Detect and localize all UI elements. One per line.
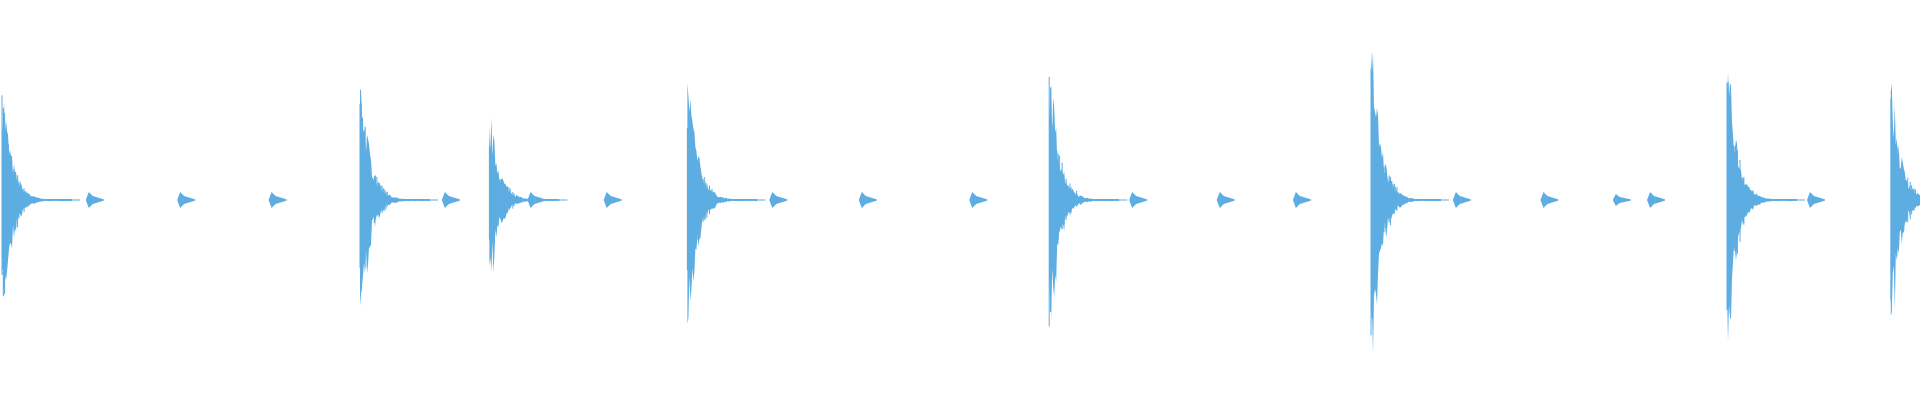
transient-tick — [177, 192, 196, 208]
transient-hit — [488, 117, 568, 273]
transient-blip — [441, 192, 460, 208]
transient-blip — [85, 192, 104, 208]
transient-blip — [769, 192, 788, 208]
transient-tick — [1452, 192, 1471, 208]
transient-blip — [969, 192, 988, 208]
transient-hit — [1370, 50, 1449, 355]
transient-tick — [85, 192, 104, 208]
transient-hit — [1048, 77, 1128, 327]
transient-tick — [603, 192, 622, 208]
transient-envelope — [360, 89, 430, 306]
transient-tick — [1647, 192, 1666, 208]
transient-tick — [268, 192, 287, 208]
transient-hit — [359, 89, 438, 306]
transient-blip — [1452, 192, 1471, 208]
transient-hit — [686, 82, 766, 324]
transient-blip — [268, 192, 287, 208]
transient-blip — [603, 192, 622, 208]
transient-envelope — [2, 101, 72, 300]
transient-blip — [1540, 192, 1559, 208]
transient-blip — [527, 192, 546, 208]
transient-hit — [1726, 72, 1805, 342]
transient-blip — [858, 192, 877, 208]
transient-tick — [1129, 192, 1148, 208]
transient-blip — [1806, 192, 1825, 208]
transient-tick — [527, 192, 546, 208]
transient-blip — [177, 192, 196, 208]
transient-tick — [769, 192, 788, 208]
transient-blip — [1292, 192, 1311, 208]
waveform-transients — [1, 50, 1920, 355]
transient-tick — [441, 192, 460, 208]
transient-tick — [858, 192, 877, 208]
transient-tick — [1612, 194, 1631, 206]
transient-blip — [1612, 194, 1631, 206]
transient-envelope — [1049, 82, 1120, 320]
transient-hit — [1, 95, 80, 300]
transient-tick — [969, 192, 988, 208]
transient-tick — [1540, 192, 1559, 208]
transient-tick — [1292, 192, 1311, 208]
transient-tick — [1806, 192, 1825, 208]
transient-blip — [1216, 192, 1235, 208]
transient-hit — [1890, 84, 1920, 316]
transient-blip — [1129, 192, 1148, 208]
transient-blip — [1647, 192, 1666, 208]
transient-tick — [1216, 192, 1235, 208]
transient-envelope — [1371, 50, 1441, 355]
